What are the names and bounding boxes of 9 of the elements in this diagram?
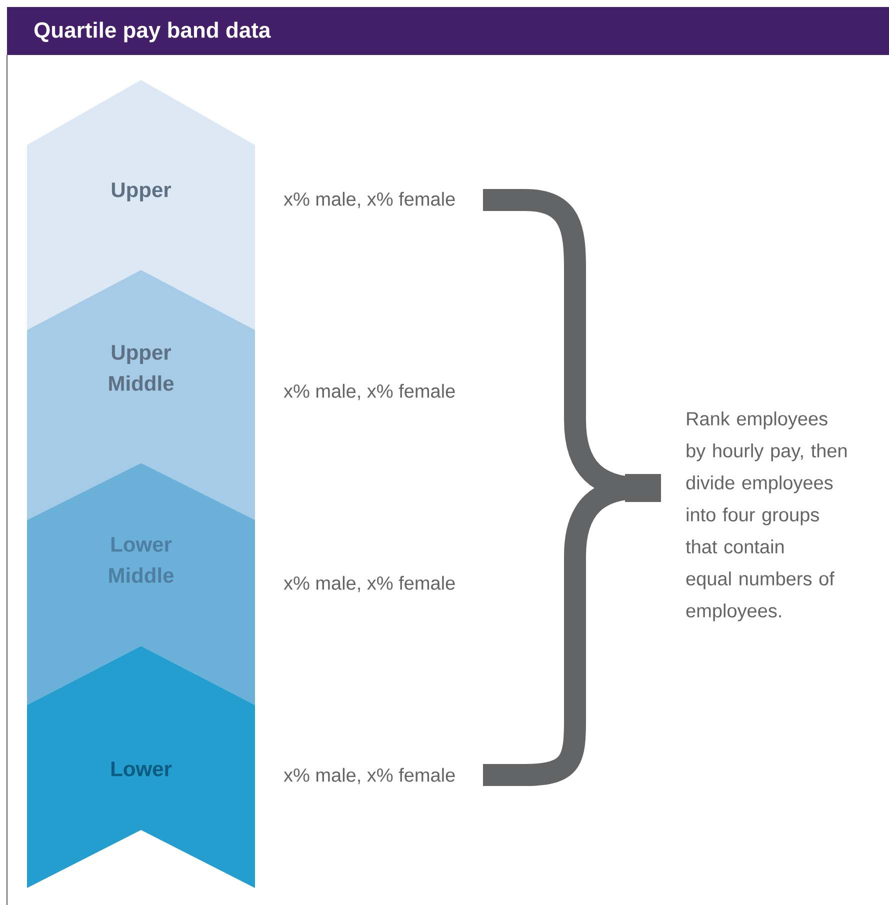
- note-text: Rank employees by hourly pay, then divide employees into four groups that contain equal numbers of employees.: [686, 412, 847, 622]
- share-label: x% male, x% female: [284, 576, 455, 592]
- chevron-band: Lower: [27, 646, 255, 888]
- chevron-band: Upper: [27, 80, 255, 330]
- share-label: x% male, x% female: [284, 768, 455, 784]
- share-label: x% male, x% female: [284, 384, 455, 400]
- share-label: x% male, x% female: [284, 192, 455, 208]
- header-bar: Quartile pay band data: [7, 7, 889, 55]
- chevron-band: Upper Middle: [27, 270, 255, 520]
